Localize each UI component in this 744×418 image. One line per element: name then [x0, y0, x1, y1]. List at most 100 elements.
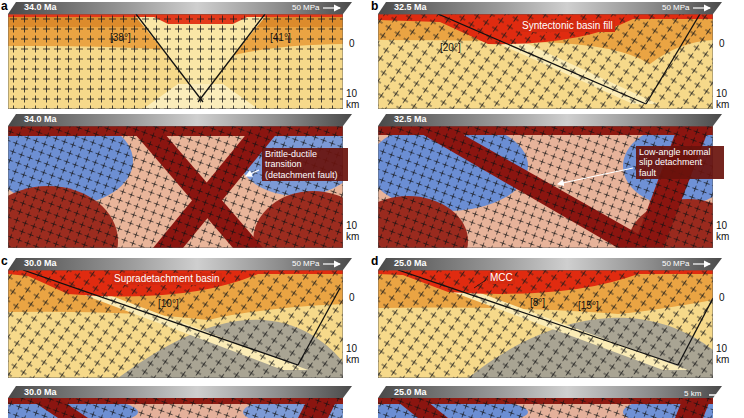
- illustration-path: [298, 288, 340, 365]
- time-label: 32.5 Ma: [394, 114, 427, 124]
- illustration-path: [438, 14, 646, 104]
- illustration-svg: [8, 14, 343, 109]
- illustration-svg: [378, 14, 713, 109]
- illustration-rect: [378, 14, 713, 109]
- depth-axis-label: km: [716, 231, 729, 243]
- illustration-rect: [8, 270, 343, 378]
- callout-label: Brittle-ductile transition (detachment f…: [262, 148, 348, 181]
- illustration-polygon: [8, 114, 352, 126]
- time-label: 30.0 Ma: [24, 258, 57, 268]
- illustration-svg: [0, 116, 373, 296]
- depth-axis-label: 0: [719, 292, 725, 304]
- scale-label: 50 MPa: [292, 259, 320, 268]
- time-label: 34.0 Ma: [24, 114, 57, 124]
- depth-axis-label: km: [716, 354, 729, 366]
- illustration-path: [23, 270, 298, 365]
- illustration-rect: [8, 14, 343, 109]
- depth-axis-label: 10: [716, 343, 727, 355]
- illustration-rect: [8, 398, 343, 418]
- illustration-rect: [8, 270, 343, 378]
- dip-angle-label: [15°]: [578, 300, 599, 312]
- illustration-polygon: [8, 258, 352, 270]
- illustration-path: [136, 14, 203, 102]
- illustration-rect: [378, 270, 713, 378]
- time-label: 25.0 Ma: [394, 387, 427, 397]
- illustration-path: [198, 14, 265, 102]
- illustration-line: [709, 394, 721, 396]
- depth-axis-label: 0: [719, 38, 725, 50]
- depth-axis-label: km: [716, 99, 729, 111]
- panel-letter: c: [1, 255, 8, 269]
- illustration-svg: [378, 270, 713, 378]
- illustration-rect: [8, 126, 343, 248]
- depth-axis-label: km: [346, 354, 359, 366]
- scale-label: 5 km: [684, 389, 701, 398]
- dip-angle-label: [38°]: [110, 32, 131, 44]
- annotation-label: Supradetachment basin: [112, 273, 222, 285]
- dip-angle-label: [8°]: [530, 297, 545, 309]
- depth-axis-label: km: [346, 231, 359, 243]
- depth-axis-label: 10: [346, 343, 357, 355]
- panel-letter: b: [371, 0, 378, 14]
- scale-label: 50 MPa: [662, 259, 690, 268]
- illustration-rect: [8, 398, 343, 418]
- depth-axis-label: 0: [349, 292, 355, 304]
- illustration-rect: [8, 126, 343, 248]
- illustration-path: [678, 298, 713, 365]
- annotation-label: MCC: [488, 272, 515, 284]
- illustration-polygon: [8, 386, 352, 398]
- depth-axis-label: 0: [349, 38, 355, 50]
- illustration-rect: [8, 270, 343, 378]
- dip-angle-label: [10°]: [158, 298, 179, 310]
- time-label: 34.0 Ma: [24, 2, 57, 12]
- illustration-line: [323, 263, 340, 264]
- illustration-polygon: [378, 114, 722, 126]
- time-label: 32.5 Ma: [394, 2, 427, 12]
- illustration-svg: [348, 121, 744, 289]
- illustration-svg: [0, 398, 353, 418]
- panel-letter: a: [1, 0, 8, 14]
- depth-axis-label: 10: [346, 88, 357, 100]
- illustration-line: [693, 7, 710, 8]
- depth-axis-label: 10: [716, 88, 727, 100]
- illustration-path: [398, 270, 678, 365]
- time-label: 30.0 Ma: [24, 387, 57, 397]
- depth-axis-label: 10: [716, 220, 727, 232]
- depth-axis-label: 10: [346, 220, 357, 232]
- illustration-polygon: [378, 2, 722, 14]
- illustration-rect: [378, 126, 713, 248]
- illustration-line: [558, 168, 633, 184]
- dip-angle-label: [20°]: [440, 42, 461, 54]
- time-label: 25.0 Ma: [394, 258, 427, 268]
- dip-angle-label: [41°]: [270, 32, 291, 44]
- scale-label: 50 MPa: [662, 3, 690, 12]
- illustration-rect: [378, 270, 713, 378]
- panel-letter: d: [371, 255, 378, 269]
- illustration-line: [693, 263, 710, 264]
- illustration-rect: [8, 14, 343, 109]
- illustration-svg: [8, 270, 343, 378]
- illustration-rect: [378, 398, 713, 418]
- illustration-polygon: [378, 258, 722, 270]
- illustration-rect: [378, 14, 713, 109]
- annotation-label: Syntectonic basin fill: [520, 20, 615, 32]
- illustration-rect: [378, 14, 713, 109]
- illustration-rect: [378, 398, 713, 418]
- illustration-svg: [368, 398, 723, 418]
- illustration-rect: [378, 270, 713, 378]
- illustration-rect: [378, 126, 713, 248]
- illustration-rect: [8, 126, 343, 248]
- illustration-line: [474, 280, 486, 288]
- scale-label: 50 MPa: [292, 3, 320, 12]
- illustration-rect: [378, 126, 713, 248]
- illustration-polygon: [8, 2, 352, 14]
- illustration-path: [646, 14, 700, 104]
- depth-axis-label: km: [346, 99, 359, 111]
- callout-label: Low-angle normal slip detachment fault: [636, 146, 724, 179]
- illustration-polygon: [378, 386, 722, 398]
- illustration-rect: [8, 14, 343, 109]
- illustration-line: [323, 7, 340, 8]
- illustration-line: [246, 170, 259, 176]
